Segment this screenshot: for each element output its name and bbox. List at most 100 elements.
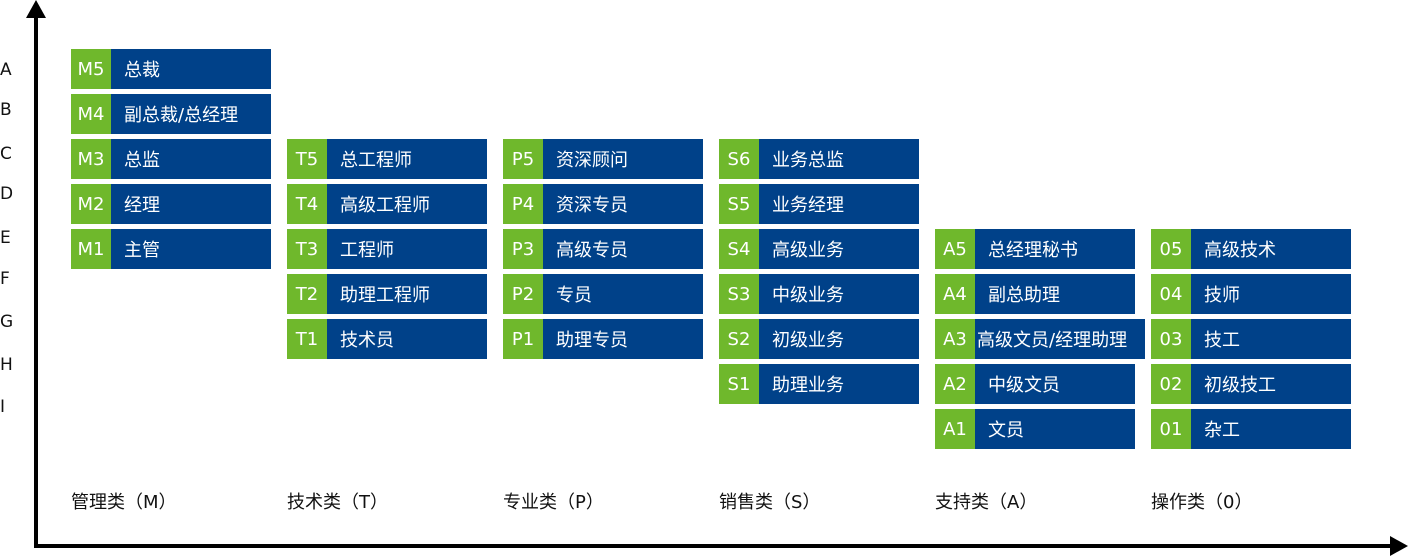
position-box-P3: P3 高级专员 [503,229,703,269]
position-title: 工程师 [340,240,394,261]
x-axis-arrow-icon [1390,536,1408,556]
position-code: 02 [1151,364,1191,404]
category-label: 支持类（A） [935,492,1038,513]
position-box-T2: T2 助理工程师 [287,274,487,314]
grade-label-D: D [0,184,14,204]
grade-label-F: F [0,269,10,289]
position-code: T2 [287,274,327,314]
position-title: 经理 [124,195,160,216]
position-title: 资深顾问 [556,150,628,171]
position-code: P1 [503,319,543,359]
position-code: T3 [287,229,327,269]
category-label: 管理类（M） [71,492,177,513]
position-box-M5: M5 总裁 [71,49,271,89]
position-code: 01 [1151,409,1191,449]
position-title: 助理业务 [772,375,844,396]
position-title: 助理工程师 [340,285,430,306]
position-box-S6: S6 业务总监 [719,139,919,179]
position-title: 中级文员 [988,375,1060,396]
position-title: 助理专员 [556,330,628,351]
grade-label-E: E [0,228,11,248]
position-code: S4 [719,229,759,269]
position-title: 业务经理 [772,195,844,216]
position-box-A5: A5 总经理秘书 [935,229,1135,269]
position-code: 03 [1151,319,1191,359]
position-code: P4 [503,184,543,224]
position-title: 高级工程师 [340,195,430,216]
position-box-M4: M4 副总裁/总经理 [71,94,271,134]
position-title: 初级技工 [1204,375,1276,396]
position-title: 总监 [124,150,160,171]
position-box-S2: S2 初级业务 [719,319,919,359]
position-code: T5 [287,139,327,179]
x-axis [34,544,1394,548]
position-title: 专员 [556,285,592,306]
category-label: 操作类（0） [1151,492,1253,513]
position-title: 杂工 [1204,420,1240,441]
position-code: A4 [935,274,975,314]
position-code: S6 [719,139,759,179]
y-axis-arrow-icon [26,0,46,18]
position-code: P5 [503,139,543,179]
position-box-P2: P2 专员 [503,274,703,314]
position-box-01: 01 杂工 [1151,409,1351,449]
position-box-M1: M1 主管 [71,229,271,269]
grade-label-B: B [0,100,12,120]
position-code: M3 [71,139,111,179]
position-title: 技术员 [340,330,394,351]
position-title: 主管 [124,240,160,261]
grade-label-A: A [0,60,12,80]
position-title: 初级业务 [772,330,844,351]
position-box-P4: P4 资深专员 [503,184,703,224]
position-box-S1: S1 助理业务 [719,364,919,404]
y-axis [34,14,38,548]
position-code: P2 [503,274,543,314]
position-title: 技工 [1204,330,1240,351]
position-box-A2: A2 中级文员 [935,364,1135,404]
position-box-P1: P1 助理专员 [503,319,703,359]
position-title: 总经理秘书 [988,240,1078,261]
position-title: 资深专员 [556,195,628,216]
position-code: M5 [71,49,111,89]
position-box-T4: T4 高级工程师 [287,184,487,224]
grade-label-I: I [0,397,6,417]
position-code: 05 [1151,229,1191,269]
position-code: A2 [935,364,975,404]
position-code: M4 [71,94,111,134]
position-box-05: 05 高级技术 [1151,229,1351,269]
position-code: S3 [719,274,759,314]
position-code: A5 [935,229,975,269]
position-code: A1 [935,409,975,449]
position-code: P3 [503,229,543,269]
position-code: T4 [287,184,327,224]
position-box-T5: T5 总工程师 [287,139,487,179]
position-code: T1 [287,319,327,359]
grade-label-G: G [0,312,14,332]
position-code: A3 [935,319,975,359]
position-title: 副总助理 [988,285,1060,306]
grade-label-C: C [0,144,12,164]
position-title: 副总裁/总经理 [124,105,239,126]
position-title: 高级技术 [1204,240,1276,261]
position-code: S2 [719,319,759,359]
position-title: 高级业务 [772,240,844,261]
category-label: 专业类（P） [503,492,604,513]
position-title: 总工程师 [340,150,412,171]
position-code: M2 [71,184,111,224]
position-box-M3: M3 总监 [71,139,271,179]
position-box-T3: T3 工程师 [287,229,487,269]
position-code: M1 [71,229,111,269]
position-code: S1 [719,364,759,404]
position-title: 文员 [988,420,1024,441]
position-title: 高级文员/经理助理 [977,330,1128,351]
position-title: 高级专员 [556,240,628,261]
position-box-P5: P5 资深顾问 [503,139,703,179]
category-label: 销售类（S） [719,492,821,513]
position-title: 总裁 [124,60,160,81]
position-title: 业务总监 [772,150,844,171]
position-box-A1: A1 文员 [935,409,1135,449]
